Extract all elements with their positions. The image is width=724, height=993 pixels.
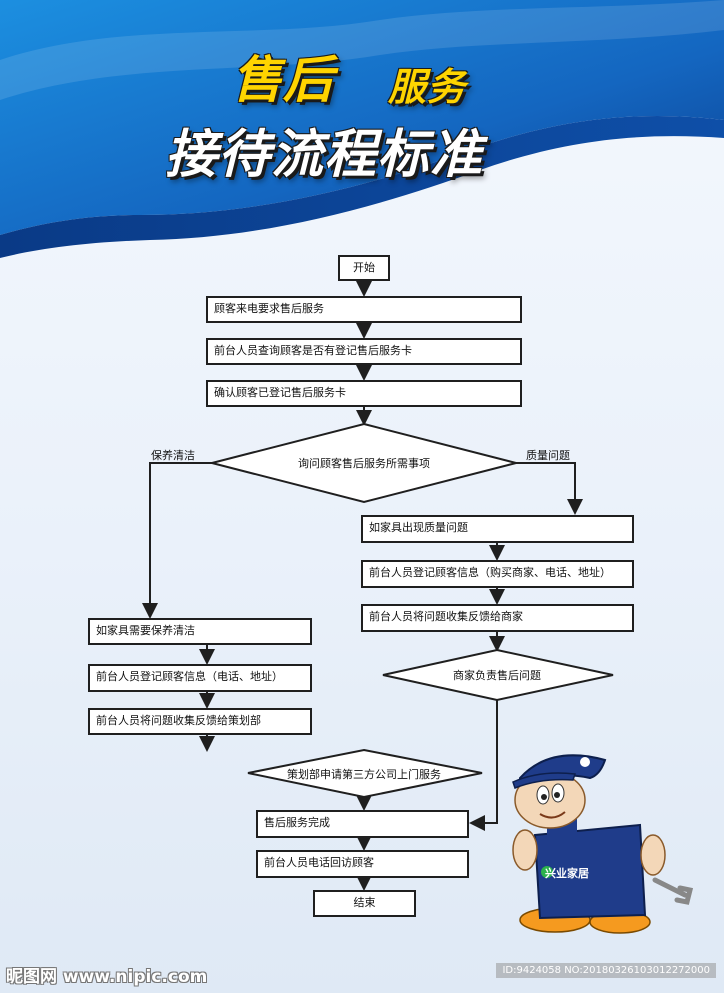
step-register-contact-info: 前台人员登记顾客信息（电话、地址） (88, 664, 312, 692)
step-needs-cleaning: 如家具需要保养清洁 (88, 618, 312, 645)
end-node: 结束 (313, 890, 416, 917)
decision-diamond-right (382, 648, 614, 702)
mascot-brand-label: 兴业家居 (545, 867, 589, 880)
step-feedback-planning: 前台人员将问题收集反馈给策划部 (88, 708, 312, 735)
step-register-merchant-info: 前台人员登记顾客信息（购买商家、电话、地址） (361, 560, 634, 588)
decision-diamond-main (211, 422, 517, 504)
title-line1-part2: 服务 (388, 65, 467, 109)
decision-left-label: 策划部申请第三方公司上门服务 (287, 768, 441, 781)
step-check-card: 前台人员查询顾客是否有登记售后服务卡 (206, 338, 522, 365)
step-quality-issue: 如家具出现质量问题 (361, 515, 634, 543)
decision-main-label: 询问顾客售后服务所需事项 (298, 457, 430, 470)
decision-diamond-left (247, 748, 483, 799)
title-line1-part1: 售后 (232, 51, 334, 109)
step-confirm-card: 确认顾客已登记售后服务卡 (206, 380, 522, 407)
watermark-id: ID:9424058 NO:20180326103012272000 (496, 963, 716, 978)
step-service-complete: 售后服务完成 (256, 810, 469, 838)
step-feedback-merchant: 前台人员将问题收集反馈给商家 (361, 604, 634, 632)
branch-label-cleaning: 保养清洁 (151, 449, 195, 462)
watermark-site: 昵图网 www.nipic.com (6, 967, 208, 987)
branch-label-quality: 质量问题 (526, 449, 570, 462)
step-callback: 前台人员电话回访顾客 (256, 850, 469, 878)
title-line2: 接待流程标准 (165, 125, 484, 185)
mascot-illustration (512, 754, 694, 934)
decision-right-label: 商家负责售后问题 (453, 669, 541, 682)
step-customer-call: 顾客来电要求售后服务 (206, 296, 522, 323)
start-node: 开始 (338, 255, 390, 281)
